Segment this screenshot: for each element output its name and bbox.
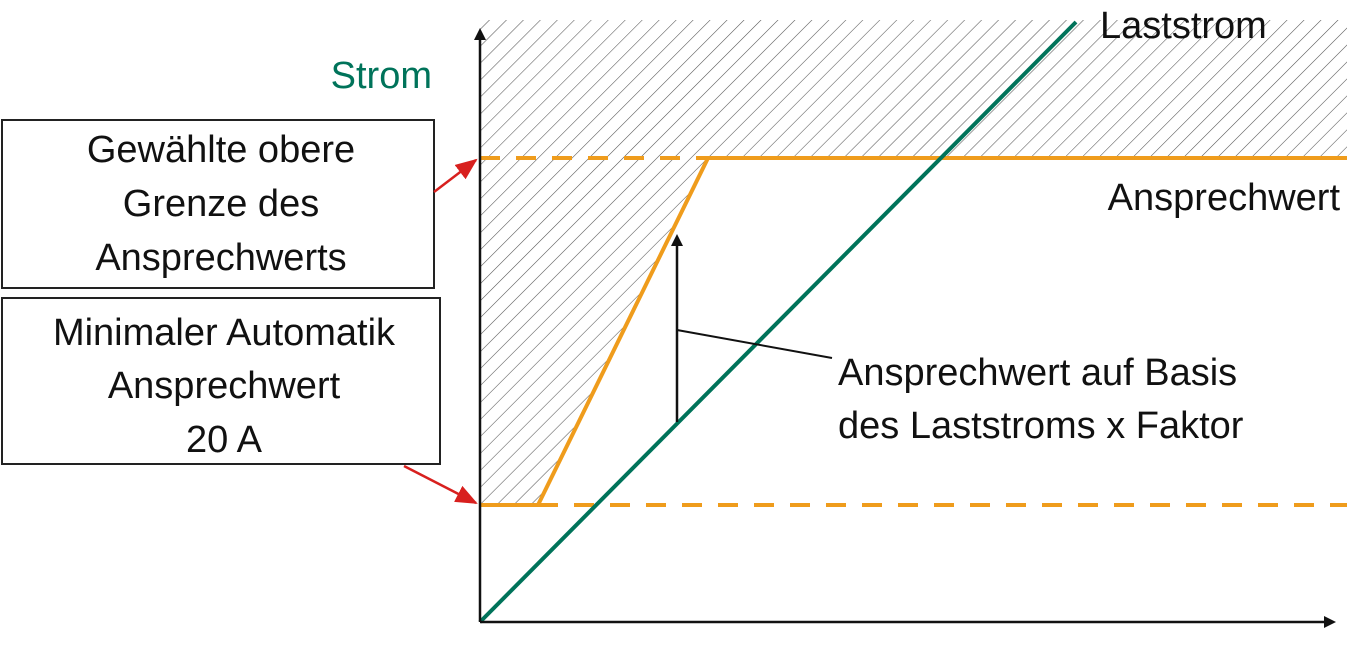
minimum-box: [1, 297, 441, 465]
upper-limit-box-line-2: Grenze des: [123, 183, 319, 225]
upper-limit-box: [1, 119, 435, 289]
load-current-label: Laststrom: [1100, 5, 1267, 47]
upper-limit-pointer-arrow: [433, 158, 478, 193]
upper-limit-box-line-1: Gewählte obere: [87, 129, 355, 171]
pickup-label: Ansprechwert: [1108, 177, 1341, 219]
hatched-region-left: [480, 158, 708, 505]
upper-limit-box-line-3: Ansprechwerts: [95, 237, 346, 279]
hatched-region-upper: [480, 20, 1347, 158]
annotation-line-2: des Laststroms x Faktor: [838, 405, 1244, 447]
minimum-pointer-arrow: [403, 464, 478, 505]
minimum-box-line-2: Ansprechwert: [108, 365, 341, 407]
load-current-line: [478, 20, 1078, 624]
y-axis-label: Strom: [331, 55, 432, 97]
annotation-leader-line: [676, 329, 833, 359]
minimum-box-line-1: Minimaler Automatik: [53, 312, 396, 354]
minimum-box-line-3: 20 A: [186, 419, 263, 461]
annotation-line-1: Ansprechwert auf Basis: [838, 352, 1237, 394]
pickup-curve: [480, 156, 1347, 507]
